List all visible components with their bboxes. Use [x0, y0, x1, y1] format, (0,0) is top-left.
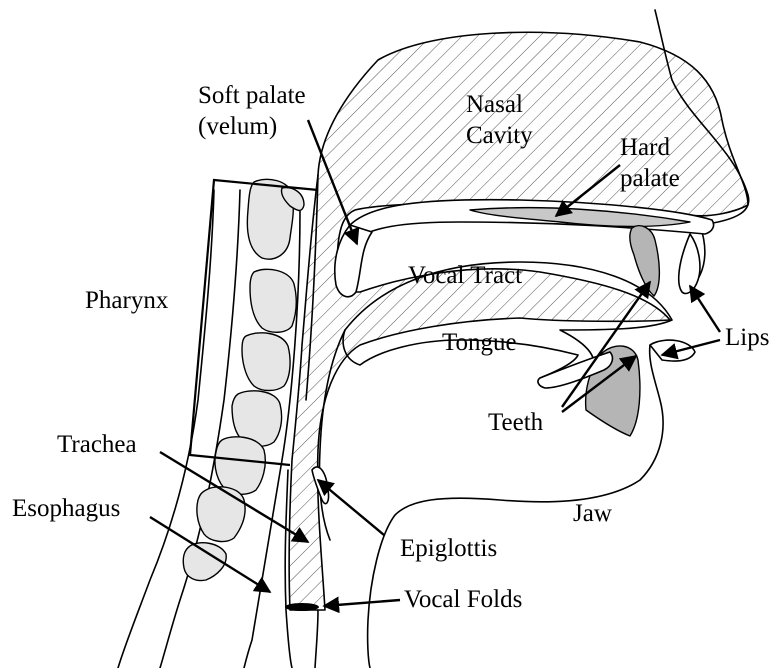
vertebra-5 — [215, 437, 265, 494]
arrow-lips-upper — [690, 286, 720, 332]
airway-hatched-region — [289, 32, 748, 610]
vocal-folds — [285, 603, 319, 611]
vertebra-6 — [197, 487, 245, 542]
label-nasal-line1: Nasal — [466, 91, 523, 118]
jaw-outline — [368, 341, 690, 668]
arrow-vocal-folds — [324, 600, 400, 606]
label-nasal-line2: Cavity — [466, 122, 533, 149]
label-soft-palate-line1: Soft palate — [198, 82, 306, 109]
label-lips: Lips — [725, 324, 769, 351]
label-esophagus: Esophagus — [12, 495, 120, 522]
label-tongue: Tongue — [442, 329, 517, 356]
label-hard-palate-line1: Hard — [620, 134, 670, 161]
label-teeth: Teeth — [488, 409, 544, 436]
spine-line-2 — [160, 190, 240, 668]
vertebra-2 — [250, 269, 296, 332]
label-soft-palate-line2: (velum) — [198, 113, 277, 140]
upper-lip — [679, 234, 700, 294]
vertebra-3 — [242, 333, 290, 391]
label-jaw: Jaw — [573, 500, 612, 527]
arrow-epiglottis — [318, 480, 384, 535]
lower-lip — [650, 340, 695, 361]
label-epiglottis: Epiglottis — [400, 535, 497, 562]
label-hard-palate-line2: palate — [620, 165, 680, 192]
esophagus-wall — [315, 610, 318, 668]
label-vocal-folds: Vocal Folds — [404, 586, 522, 613]
spine-line-1 — [118, 190, 214, 668]
label-trachea: Trachea — [57, 431, 137, 458]
label-vocal-tract: Vocal Tract — [408, 262, 522, 289]
label-pharynx: Pharynx — [85, 287, 169, 314]
